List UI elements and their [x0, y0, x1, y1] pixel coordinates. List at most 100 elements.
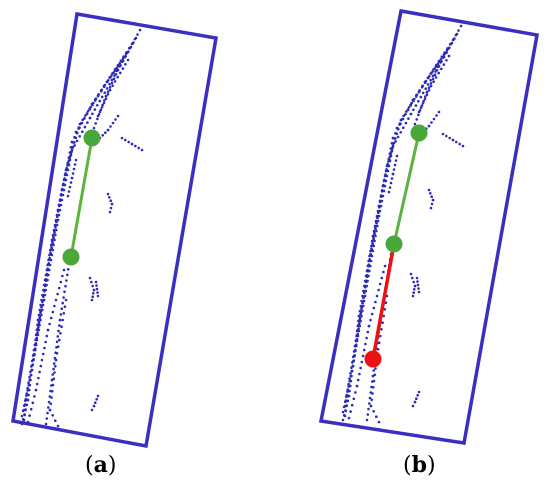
panel-a: [11, 11, 219, 449]
lidar-point: [59, 193, 63, 196]
lidar-point: [85, 112, 89, 115]
lidar-point: [360, 306, 364, 309]
lidar-point: [52, 235, 55, 238]
lidar-point: [430, 121, 433, 124]
lidar-point: [35, 336, 39, 340]
lidar-point: [405, 110, 408, 113]
lidar-point: [411, 276, 414, 280]
lidar-point: [415, 94, 418, 97]
lidar-point: [69, 181, 73, 184]
lidar-point: [358, 372, 361, 376]
lidar-point: [92, 288, 96, 292]
lidar-point: [78, 135, 81, 138]
lidar-point: [348, 377, 351, 381]
lidar-point: [37, 376, 40, 380]
lidar-point: [457, 29, 460, 32]
lidar-point: [95, 284, 98, 287]
lidar-point: [48, 256, 51, 260]
lidar-point: [448, 136, 452, 140]
lidar-point: [437, 71, 441, 75]
lidar-point: [417, 110, 421, 114]
lidar-point: [129, 45, 133, 49]
lidar-point: [441, 132, 445, 136]
lidar-point: [55, 340, 59, 344]
lidar-point: [75, 131, 79, 134]
panel-b-red-node-bottom: [364, 350, 382, 368]
lidar-point: [378, 199, 382, 203]
lidar-point: [445, 59, 448, 62]
lidar-point: [63, 290, 66, 294]
panel-a-caption-open: (: [85, 453, 94, 478]
lidar-point: [404, 113, 407, 116]
lidar-point: [66, 268, 70, 271]
lidar-point: [440, 60, 443, 63]
lidar-point: [110, 81, 114, 85]
lidar-point: [413, 288, 416, 291]
lidar-point: [432, 117, 436, 121]
lidar-point: [381, 321, 384, 325]
lidar-point: [352, 359, 356, 363]
lidar-point: [433, 73, 437, 76]
lidar-point: [443, 51, 446, 54]
lidar-point: [108, 86, 112, 89]
lidar-point: [383, 178, 386, 182]
lidar-point: [96, 104, 99, 107]
lidar-point: [362, 348, 366, 352]
lidar-point: [107, 79, 110, 82]
lidar-point: [124, 63, 127, 66]
lidar-point: [106, 93, 110, 96]
lidar-point: [417, 290, 421, 294]
lidar-point: [59, 280, 63, 284]
lidar-point: [375, 294, 379, 298]
lidar-point: [394, 159, 398, 162]
lidar-point: [372, 410, 376, 413]
lidar-point: [425, 93, 429, 96]
lidar-point: [112, 71, 115, 74]
lidar-point: [377, 288, 380, 292]
lidar-point: [73, 163, 77, 166]
lidar-point: [372, 369, 376, 372]
lidar-point: [46, 411, 49, 415]
lidar-point: [67, 156, 71, 159]
lidar-point: [64, 284, 67, 288]
lidar-point: [416, 283, 420, 287]
lidar-point: [52, 377, 56, 381]
lidar-point: [96, 117, 99, 121]
lidar-point: [461, 144, 465, 148]
lidar-point: [354, 343, 358, 347]
lidar-point: [94, 122, 97, 125]
lidar-point: [436, 62, 440, 66]
lidar-point: [57, 286, 61, 290]
lidar-point: [365, 274, 369, 277]
lidar-point: [424, 95, 427, 98]
lidar-point: [390, 141, 394, 145]
lidar-point: [137, 146, 140, 150]
lidar-point: [366, 268, 370, 272]
lidar-point: [419, 95, 423, 99]
lidar-point: [31, 401, 35, 405]
lidar-point: [40, 358, 44, 362]
lidar-point: [368, 402, 371, 405]
lidar-point: [413, 122, 417, 126]
lidar-point: [21, 409, 25, 413]
lidar-point: [353, 354, 356, 357]
lidar-point: [113, 69, 117, 73]
lidar-point: [94, 401, 97, 405]
lidar-point: [66, 273, 69, 277]
lidar-point: [442, 63, 446, 66]
lidar-point: [110, 78, 114, 82]
lidar-point: [95, 287, 99, 291]
lidar-point: [56, 292, 59, 296]
lidar-point: [359, 311, 363, 315]
lidar-point: [342, 413, 346, 417]
lidar-point: [372, 379, 376, 383]
lidar-point: [26, 386, 29, 390]
lidar-point: [69, 145, 73, 149]
lidar-point: [92, 404, 96, 408]
lidar-point: [98, 99, 102, 103]
lidar-point: [111, 84, 114, 87]
lidar-point: [380, 189, 384, 192]
lidar-point: [134, 36, 138, 40]
lidar-point: [140, 148, 144, 152]
lidar-point: [86, 121, 89, 124]
